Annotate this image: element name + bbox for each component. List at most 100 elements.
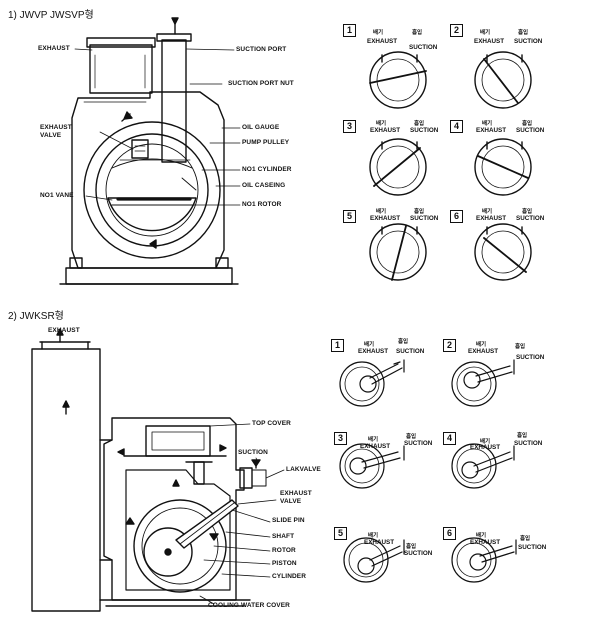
kr-suction-label: 흡입 [406, 434, 417, 440]
exhaust-label: EXHAUST [370, 215, 401, 222]
stage-number: 5 [343, 210, 356, 223]
section-title-jwksr: 2) JWKSR형 [8, 311, 64, 322]
kr-suction-label: 흡입 [517, 433, 528, 439]
kr-suction-label: 흡입 [414, 121, 425, 127]
label-exhaust-valve-line2: VALVE [40, 132, 62, 139]
kr-suction-label: 흡입 [398, 339, 409, 345]
kr-exhaust-label: 배기 [476, 342, 487, 348]
label2-piston: PISTON [272, 560, 297, 567]
piston-stage-6-drawing [451, 537, 517, 583]
label2-top-cover: TOP COVER [252, 420, 291, 427]
suction-label: SUCTION [404, 550, 433, 557]
vane-stage-5-drawing [369, 223, 427, 281]
piston-stage-4-drawing [451, 443, 515, 489]
exhaust-label: EXHAUST [360, 443, 391, 450]
vane-stage-1-drawing [369, 51, 427, 109]
label-oil-gauge: OIL GAUGE [242, 124, 280, 131]
kr-exhaust-label: 배기 [480, 439, 491, 445]
stage-number: 1 [331, 339, 344, 352]
exhaust-label: EXHAUST [470, 444, 501, 451]
kr-exhaust-label: 배기 [368, 437, 379, 443]
label2-suction: SUCTION [238, 449, 268, 456]
kr-exhaust-label: 배기 [373, 30, 384, 36]
suction-label: SUCTION [410, 127, 439, 134]
kr-exhaust-label: 배기 [476, 533, 487, 539]
piston-stages [339, 359, 517, 583]
exhaust-label: EXHAUST [367, 38, 398, 45]
kr-suction-label: 흡입 [515, 344, 526, 350]
kr-suction-label: 흡입 [406, 544, 417, 550]
suction-label: SUCTION [396, 348, 425, 355]
kr-exhaust-label: 배기 [482, 209, 493, 215]
kr-suction-label: 흡입 [414, 209, 425, 215]
label2-shaft: SHAFT [272, 533, 295, 540]
vane-stage-3-drawing [369, 138, 427, 196]
kr-suction-label: 흡입 [522, 209, 533, 215]
suction-label: SUCTION [410, 215, 439, 222]
label-oil-caseing: OIL CASEING [242, 182, 286, 189]
stage-number: 5 [334, 527, 347, 540]
kr-exhaust-label: 배기 [376, 209, 387, 215]
stage-number: 2 [450, 24, 463, 37]
label-exhaust: EXHAUST [38, 45, 70, 52]
kr-suction-label: 흡입 [520, 536, 531, 542]
label-no1-vane: NO1 VANE [40, 192, 74, 199]
exhaust-label: EXHAUST [470, 539, 501, 546]
stage-number: 3 [343, 120, 356, 133]
label2-cooling-water-cover: COOLING WATER COVER [208, 602, 290, 609]
label2-lakvalve: LAKVALVE [286, 466, 321, 473]
stage-number: 2 [443, 339, 456, 352]
suction-label: SUCTION [516, 215, 545, 222]
label-no1-cylinder: NO1 CYLINDER [242, 166, 292, 173]
label2-exhaust-valve-line2: VALVE [280, 498, 302, 505]
stage-number: 6 [443, 527, 456, 540]
stage-number: 4 [450, 120, 463, 133]
stage-number: 6 [450, 210, 463, 223]
kr-exhaust-label: 배기 [376, 121, 387, 127]
exhaust-label: EXHAUST [370, 127, 401, 134]
vane-stages [369, 51, 532, 281]
label2-rotor: ROTOR [272, 547, 296, 554]
stage-number: 4 [443, 432, 456, 445]
suction-label: SUCTION [404, 440, 433, 447]
label2-slide-pin: SLIDE PIN [272, 517, 305, 524]
label2-cylinder: CYLINDER [272, 573, 307, 580]
piston-stage-5-drawing [343, 537, 405, 583]
section-title-jwvp: 1) JWVP JWSVP형 [8, 10, 94, 21]
piston-stage-1-drawing [339, 359, 405, 407]
pump2-drawing [31, 328, 285, 612]
kr-exhaust-label: 배기 [368, 533, 379, 539]
exhaust-label: EXHAUST [364, 539, 395, 546]
exhaust-label: EXHAUST [468, 348, 499, 355]
vane-stage-6-drawing [474, 223, 532, 281]
vane-stage-4-drawing [474, 138, 532, 196]
label-pump-pulley: PUMP PULLEY [242, 139, 290, 146]
kr-exhaust-label: 배기 [480, 30, 491, 36]
kr-exhaust-label: 배기 [364, 342, 375, 348]
pump1-drawing [59, 17, 241, 285]
label-suction-port: SUCTION PORT [236, 46, 287, 53]
stage-number: 1 [343, 24, 356, 37]
exhaust-label: EXHAUST [474, 38, 505, 45]
suction-label: SUCTION [516, 127, 545, 134]
exhaust-label: EXHAUST [358, 348, 389, 355]
kr-suction-label: 흡입 [518, 30, 529, 36]
kr-suction-label: 흡입 [522, 121, 533, 127]
label-exhaust-valve-line1: EXHAUST [40, 124, 72, 131]
piston-stage-3-drawing [339, 443, 405, 489]
piston-stage-2-drawing [451, 359, 515, 407]
suction-label: SUCTION [514, 440, 543, 447]
label2-exhaust: EXHAUST [48, 327, 80, 334]
kr-exhaust-label: 배기 [482, 121, 493, 127]
label2-exhaust-valve-line1: EXHAUST [280, 490, 312, 497]
stage-number: 3 [334, 432, 347, 445]
label-no1-rotor: NO1 ROTOR [242, 201, 282, 208]
label-suction-port-nut: SUCTION PORT NUT [228, 80, 294, 87]
suction-label: SUCTION [514, 38, 543, 45]
kr-suction-label: 흡입 [412, 30, 423, 36]
exhaust-label: EXHAUST [476, 215, 507, 222]
suction-label: SUCTION [409, 44, 438, 51]
vane-stage-2-drawing [474, 51, 532, 109]
